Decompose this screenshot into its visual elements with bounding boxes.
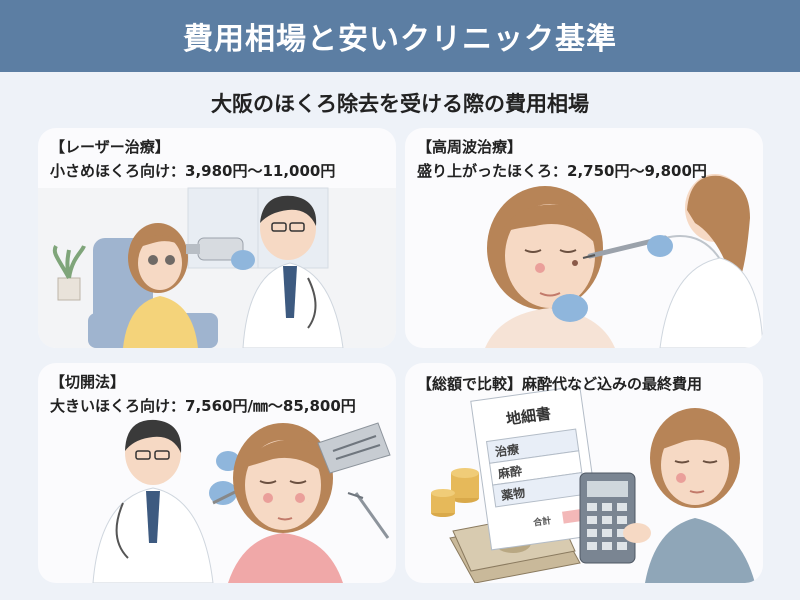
- excision-illustration: [92, 419, 391, 583]
- card-title: 【切開法】: [50, 373, 126, 391]
- section-subtitle: 大阪のほくろ除去を受ける際の費用相場: [211, 92, 589, 116]
- high-frequency-illustration: [485, 174, 763, 348]
- invoice-document: 地細書 治療 麻酔 薬物 合計: [470, 385, 602, 551]
- laser-treatment-illustration: [38, 187, 396, 348]
- card-price-line: 大きいほくろ向け：7,560円/㎜〜85,800円: [50, 397, 356, 415]
- card-price-line: 盛り上がったほくろ：2,750円〜9,800円: [417, 162, 707, 180]
- invoice-row-label: 麻酔: [496, 463, 523, 481]
- total-cost-illustration: 地細書 治療 麻酔 薬物 合計: [431, 385, 755, 583]
- card-laser-treatment: 【レーザー治療】 小さめほくろ向け：3,980円〜11,000円: [38, 128, 396, 348]
- header-banner: 費用相場と安いクリニック基準: [0, 0, 800, 72]
- card-title: 【総額で比較】麻酔代など込みの最終費用: [417, 375, 703, 393]
- invoice-row-label: 治療: [494, 441, 520, 459]
- card-total-comparison: 地細書 治療 麻酔 薬物 合計: [405, 363, 763, 583]
- card-title: 【高周波治療】: [417, 138, 523, 156]
- card-title: 【レーザー治療】: [50, 138, 170, 156]
- invoice-total-label: 合計: [532, 514, 552, 528]
- calculator-icon: [579, 472, 636, 564]
- coin-stack-icon: [431, 468, 479, 517]
- invoice-row-label: 薬物: [500, 485, 526, 503]
- card-price-line: 小さめほくろ向け：3,980円〜11,000円: [50, 162, 336, 180]
- page-title: 費用相場と安いクリニック基準: [183, 22, 617, 57]
- card-high-frequency-treatment: 【高周波治療】 盛り上がったほくろ：2,750円〜9,800円: [405, 128, 763, 348]
- card-excision-treatment: 【切開法】 大きいほくろ向け：7,560円/㎜〜85,800円: [38, 363, 396, 583]
